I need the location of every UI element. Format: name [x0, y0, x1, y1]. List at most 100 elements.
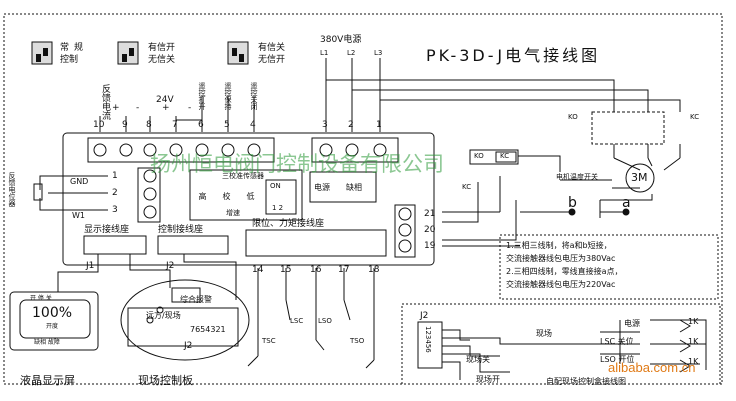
limit-socket	[245, 229, 387, 257]
note-line-1: 1.三相三线制，将a和b短接，	[506, 241, 612, 250]
note-line-4: 交流接触器线包电压为220Vac	[506, 280, 616, 289]
lcd-bottom-label: 缺相 故障	[34, 339, 60, 346]
terminal-8: 8	[146, 120, 152, 130]
lso-label: LSO	[318, 317, 332, 325]
dip1-side-label: 规	[74, 43, 84, 53]
controller-board	[62, 132, 435, 266]
terminal-15: 15	[280, 265, 292, 275]
tso-label: TSO	[350, 337, 365, 345]
dip2-top-label: 有信开	[148, 43, 176, 53]
lso-on-label: LSO 开位	[600, 355, 635, 364]
dip-numbers: 1 2	[272, 204, 284, 212]
voltage-label: 24V	[156, 95, 174, 105]
j2-label: J2	[166, 261, 175, 271]
high-label: 高	[198, 192, 207, 200]
dip3-bottom-label: 无信开	[258, 55, 286, 65]
power-right-label: 电源	[624, 319, 640, 328]
phase-l1: L1	[320, 49, 329, 57]
terminal-5: 5	[224, 120, 230, 130]
terminal-1: 1	[376, 120, 382, 130]
dip1-top-label: 常	[60, 43, 70, 53]
j1-label: J1	[86, 261, 95, 271]
power-box-label: 电源	[314, 183, 330, 192]
seq-side-label: 123456	[424, 326, 432, 353]
dip1-bottom-label: 控制	[60, 55, 79, 65]
control-socket-label: 控制接线座	[158, 225, 204, 235]
alarm-label: 综合报警	[180, 295, 212, 304]
remote-close-label: 遥控关闭	[250, 82, 258, 110]
terminal-block-power	[311, 137, 399, 163]
j2-box-label: J2	[420, 311, 429, 321]
feedback-current-label: 反馈电流	[100, 84, 110, 120]
dip-on-label: ON	[270, 182, 281, 190]
power-label: 380V电源	[320, 35, 362, 45]
power-box	[309, 171, 377, 203]
note-box	[499, 234, 719, 300]
calibration-label: 三校准传感器	[222, 172, 264, 180]
remote-hold-label: 遥控保持	[224, 82, 232, 110]
motor-label: 3M	[631, 171, 648, 184]
low-label: 低	[246, 192, 255, 200]
terminal-16: 16	[310, 265, 322, 275]
control-box-frame	[401, 303, 721, 385]
j2-panel-label: J2	[184, 341, 193, 351]
left-terminal-2: 2	[112, 188, 118, 198]
k1-label: 1K	[688, 317, 699, 326]
terminal-6: 6	[198, 120, 204, 130]
lcd-caption: 液晶显示屏	[20, 374, 75, 387]
calibration-box	[189, 169, 303, 221]
note-line-3: 2.三相四线制，零线直接接a点，	[506, 267, 623, 276]
kc-label-3: KC	[462, 183, 472, 191]
dip2-bottom-label: 无信关	[148, 55, 176, 65]
box-caption: 自配现场控制盒接线图	[546, 377, 626, 386]
speed-label: 增速	[226, 209, 240, 217]
terminal-3: 3	[322, 120, 328, 130]
local-control-board	[120, 279, 250, 361]
dip3-top-label: 有信关	[258, 43, 286, 53]
w1-label: W1	[72, 211, 85, 220]
lcd-mid-label: 开度	[46, 323, 59, 330]
terminal-7: 7	[172, 120, 178, 130]
calib-label: 校	[222, 192, 231, 200]
terminal-19: 19	[424, 241, 436, 251]
tsc-label: TSC	[262, 337, 276, 345]
k2-label: 1K	[688, 337, 699, 346]
remote-local-label: 远方/现场	[146, 311, 181, 320]
page-frame	[3, 13, 723, 385]
lsc-label: LSC	[290, 317, 304, 325]
local-close-label: 现场关	[466, 355, 490, 364]
point-b: b	[568, 195, 577, 211]
display-socket	[83, 235, 147, 255]
limit-socket-label: 限位、力矩接线座	[252, 219, 325, 229]
note-line-2: 交流接触器线包电压为380Vac	[506, 254, 616, 263]
terminal-block-left	[137, 167, 161, 223]
sign-minus-2: -	[188, 103, 192, 113]
phase-loss-label: 缺相	[346, 183, 362, 192]
local-label: 现场	[536, 329, 552, 338]
kc-label-2: KC	[500, 152, 510, 160]
terminal-14: 14	[252, 265, 264, 275]
terminal-20: 20	[424, 225, 436, 235]
local-open-label: 现场开	[476, 375, 500, 384]
diagram-title: PK-3D-J电气接线图	[426, 46, 601, 65]
terminal-21: 21	[424, 209, 436, 219]
phase-l2: L2	[347, 49, 356, 57]
gnd-label: GND	[70, 177, 89, 186]
ko-label-2: KO	[474, 152, 484, 160]
motor-terminal-label: 电机温度开关	[556, 173, 598, 181]
phase-l3: L3	[374, 49, 383, 57]
sign-minus-1: -	[136, 103, 140, 113]
sign-plus-1: +	[112, 103, 120, 113]
ko-label-1: KO	[568, 113, 578, 121]
terminal-block-top	[87, 137, 275, 163]
watermark-site: alibaba.com.cn	[608, 360, 696, 375]
display-socket-label: 显示接线座	[84, 225, 130, 235]
terminal-4: 4	[250, 120, 256, 130]
terminal-9: 9	[122, 120, 128, 130]
lcd-unit	[9, 291, 99, 351]
lcd-value: 100%	[32, 305, 73, 321]
panel-caption: 现场控制板	[138, 374, 193, 387]
left-terminal-1: 1	[112, 171, 118, 181]
terminal-2: 2	[348, 120, 354, 130]
